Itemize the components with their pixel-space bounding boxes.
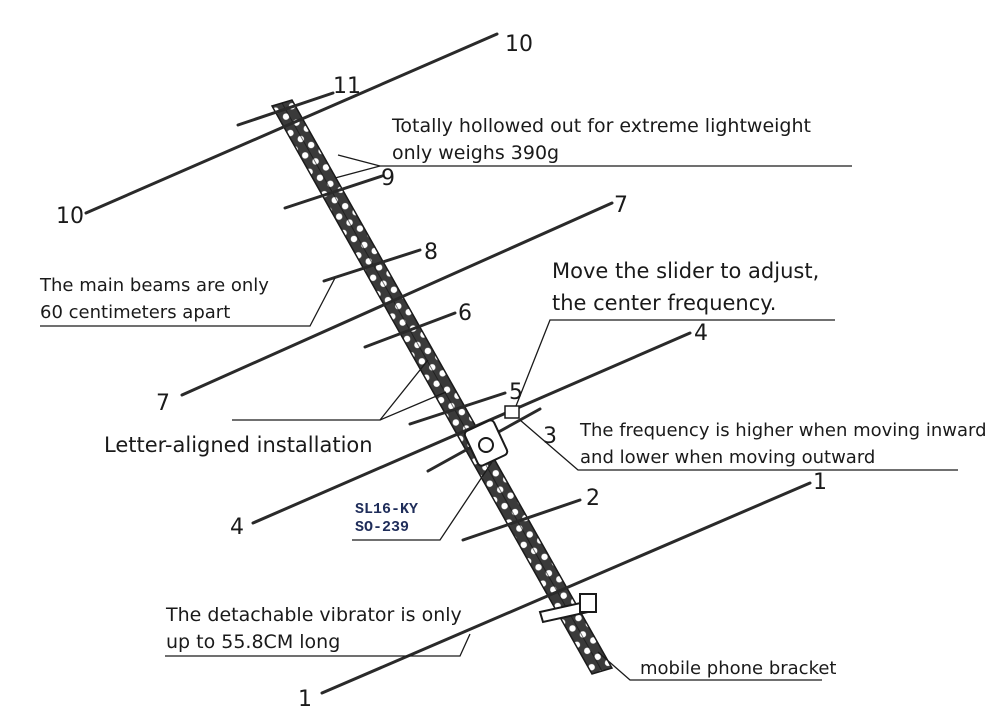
callout-vibrator-line1: The detachable vibrator is only <box>165 604 462 626</box>
number-11: 11 <box>333 74 361 99</box>
element-numbers: 10 11 9 10 7 8 6 4 7 5 3 1 2 4 1 <box>56 32 827 712</box>
callout-installation: Letter-aligned installation <box>104 433 373 457</box>
callout-slider-line2: the center frequency. <box>552 291 776 315</box>
element-10 <box>84 32 499 215</box>
connector-model: SL16-KY <box>355 501 418 518</box>
callout-beams-line1: The main beams are only <box>39 275 269 296</box>
number-6: 6 <box>458 301 472 326</box>
element-7 <box>180 201 614 397</box>
callouts: Totally hollowed out for extreme lightwe… <box>39 115 987 679</box>
element-2 <box>461 498 582 542</box>
element-8 <box>322 248 422 283</box>
number-8: 8 <box>424 240 438 265</box>
element-1 <box>320 481 812 695</box>
number-7-right: 7 <box>614 193 628 218</box>
element-6 <box>363 311 457 349</box>
number-4-left: 4 <box>230 515 244 540</box>
number-7-left: 7 <box>156 391 170 416</box>
number-1-right: 1 <box>813 470 827 495</box>
callout-beams-line2: 60 centimeters apart <box>40 302 230 323</box>
antenna-elements <box>84 32 812 695</box>
number-10-top: 10 <box>505 32 533 57</box>
phone-bracket <box>538 593 597 624</box>
callout-bracket: mobile phone bracket <box>640 658 837 679</box>
number-9: 9 <box>381 166 395 191</box>
leader-lines <box>40 154 958 681</box>
main-boom <box>270 99 614 675</box>
callout-vibrator-line2: up to 55.8CM long <box>166 631 340 653</box>
element-5 <box>408 391 507 426</box>
callout-frequency-line1: The frequency is higher when moving inwa… <box>579 420 987 441</box>
callout-lightweight-line2: only weighs 390g <box>392 142 559 164</box>
number-3: 3 <box>543 424 557 449</box>
number-1-left: 1 <box>298 687 312 712</box>
callout-lightweight-line1: Totally hollowed out for extreme lightwe… <box>391 115 811 137</box>
element-11 <box>236 91 335 127</box>
connector-type: SO-239 <box>355 519 409 536</box>
callout-slider-line1: Move the slider to adjust, <box>552 259 819 283</box>
number-2: 2 <box>586 486 600 511</box>
number-4-right: 4 <box>694 321 708 346</box>
feed-connector <box>463 405 520 467</box>
callout-frequency-line2: and lower when moving outward <box>580 447 875 468</box>
number-10-left: 10 <box>56 204 84 229</box>
element-9 <box>283 174 384 210</box>
number-5: 5 <box>509 380 523 405</box>
